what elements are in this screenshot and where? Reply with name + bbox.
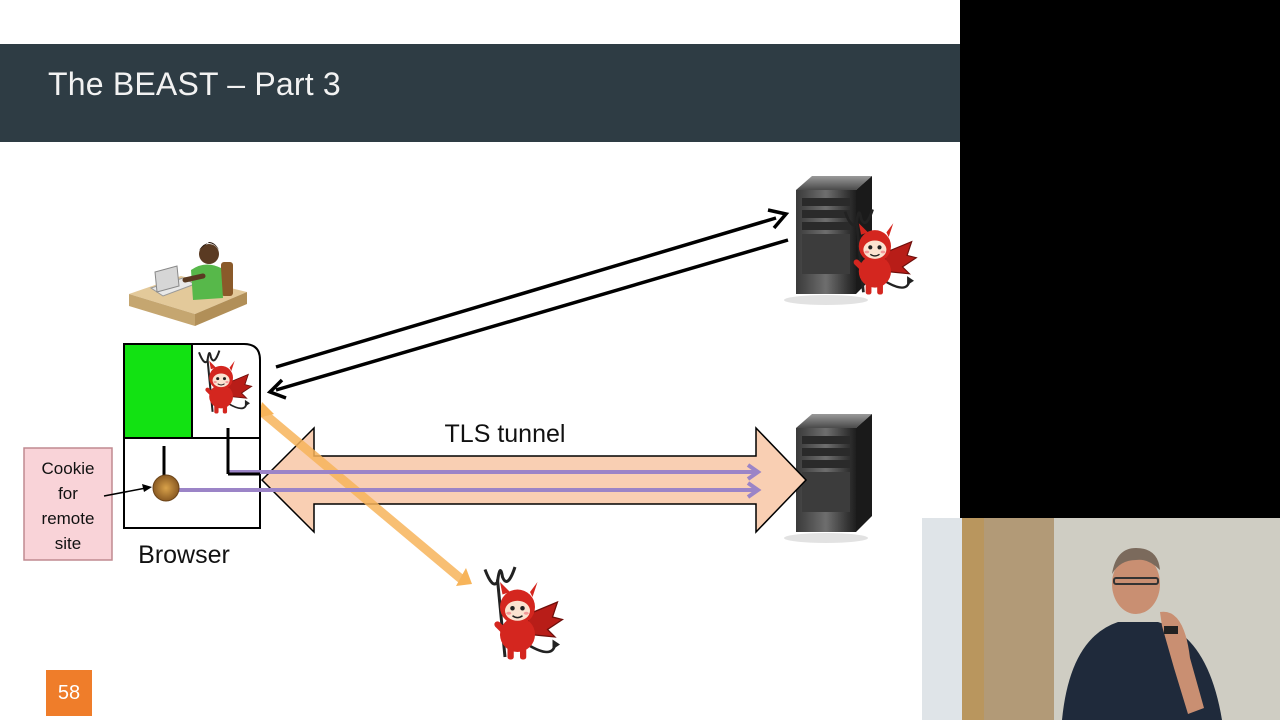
tls-tunnel	[260, 426, 808, 534]
speaker-camera-inset	[922, 518, 1280, 720]
devil-icon	[485, 567, 563, 660]
slide-title: The BEAST – Part 3	[48, 66, 341, 102]
green-frame	[123, 343, 193, 439]
cookie-label-line: Cookie	[42, 459, 95, 478]
page-number-badge: 58	[46, 670, 92, 716]
presentation-slide: The BEAST – Part 3	[0, 0, 960, 720]
beast-diagram: Cookie for remote site TLS tunnel Browse…	[23, 176, 960, 720]
user-at-desk-icon	[129, 242, 247, 326]
leak-path	[257, 407, 465, 583]
browser-window	[123, 343, 261, 529]
title-bar: The BEAST – Part 3	[0, 44, 960, 142]
cookie-label-line: for	[58, 484, 78, 503]
tls-tunnel-label: TLS tunnel	[445, 420, 566, 448]
request-arrows	[266, 208, 790, 400]
browser-label: Browser	[138, 541, 230, 569]
cookie-icon	[152, 474, 180, 502]
cookie-label-line: remote	[42, 509, 95, 528]
cookie-label-line: site	[55, 534, 81, 553]
cookie-label-box: Cookie for remote site	[23, 447, 113, 561]
attack-streams	[166, 463, 762, 499]
